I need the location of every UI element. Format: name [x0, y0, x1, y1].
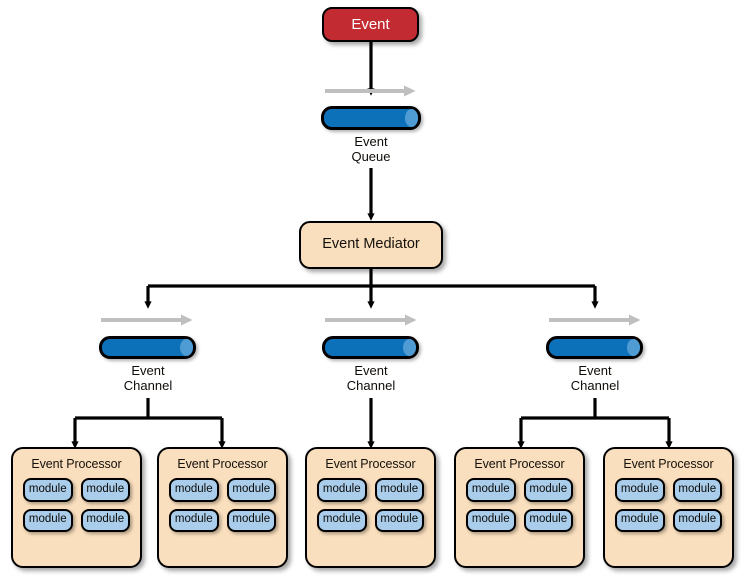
event-processor-3-title: Event Processor	[325, 457, 416, 471]
module-box[interactable]: module	[226, 478, 276, 502]
event-processor-1-module-grid: module module module module	[13, 478, 140, 542]
event-mediator-node[interactable]: Event Mediator	[299, 221, 443, 269]
module-box[interactable]: module	[317, 478, 367, 502]
event-processor-1[interactable]: Event Processor module module module mod…	[11, 447, 142, 568]
event-channel-1-cylinder-cap	[180, 339, 193, 356]
event-processor-4-module-grid: module module module module	[456, 478, 583, 542]
module-box[interactable]: module	[169, 508, 219, 533]
event-processor-5[interactable]: Event Processor module module module mod…	[603, 447, 734, 568]
event-mediator-label: Event Mediator	[322, 236, 420, 253]
module-box[interactable]: module	[374, 508, 424, 533]
event-queue-label: Event Queue	[351, 134, 391, 164]
module-box[interactable]: module	[523, 478, 573, 502]
event-channel-3-node[interactable]	[546, 336, 643, 359]
module-box[interactable]: module	[169, 478, 219, 502]
event-channel-3-cylinder-body	[546, 336, 643, 359]
event-processor-3[interactable]: Event Processor module module module mod…	[305, 447, 436, 568]
event-processor-1-title: Event Processor	[31, 457, 122, 471]
module-box[interactable]: module	[23, 478, 73, 502]
event-queue-cylinder-cap	[405, 109, 418, 127]
event-queue-cylinder-body	[321, 106, 421, 130]
module-box[interactable]: module	[672, 478, 722, 502]
event-channel-3-cylinder-cap	[627, 339, 640, 356]
event-processor-2-module-grid: module module module module	[159, 478, 286, 542]
module-box[interactable]: module	[23, 508, 73, 533]
event-channel-2-cylinder-body	[322, 336, 419, 359]
event-label: Event	[351, 15, 390, 33]
event-node[interactable]: Event	[322, 7, 419, 42]
event-channel-1-node[interactable]	[99, 336, 196, 359]
module-box[interactable]: module	[466, 508, 516, 533]
event-processor-4[interactable]: Event Processor module module module mod…	[454, 447, 585, 568]
event-processor-5-module-grid: module module module module	[605, 478, 732, 542]
module-box[interactable]: module	[523, 508, 573, 533]
module-box[interactable]: module	[374, 478, 424, 502]
event-channel-1-label: Event Channel	[123, 363, 173, 393]
event-processor-2[interactable]: Event Processor module module module mod…	[157, 447, 288, 568]
connector-channel-3-to-processors	[517, 398, 673, 449]
event-channel-2-node[interactable]	[322, 336, 419, 359]
module-box[interactable]: module	[226, 508, 276, 533]
event-processor-2-title: Event Processor	[177, 457, 268, 471]
event-queue-node[interactable]	[321, 106, 421, 130]
module-box[interactable]: module	[80, 508, 130, 533]
event-channel-1-cylinder-body	[99, 336, 196, 359]
module-box[interactable]: module	[672, 508, 722, 533]
connector-mediator-to-channels	[144, 269, 599, 309]
event-processor-3-module-grid: module module module module	[307, 478, 434, 542]
event-channel-3-label: Event Channel	[570, 363, 620, 393]
connector-channel-1-to-processors	[71, 398, 226, 449]
module-box[interactable]: module	[80, 478, 130, 502]
module-box[interactable]: module	[466, 478, 516, 502]
event-processor-4-title: Event Processor	[474, 457, 565, 471]
module-box[interactable]: module	[615, 478, 665, 502]
event-channel-2-cylinder-cap	[403, 339, 416, 356]
event-channel-2-label: Event Channel	[346, 363, 396, 393]
module-box[interactable]: module	[615, 508, 665, 533]
module-box[interactable]: module	[317, 508, 367, 533]
event-processor-5-title: Event Processor	[623, 457, 714, 471]
